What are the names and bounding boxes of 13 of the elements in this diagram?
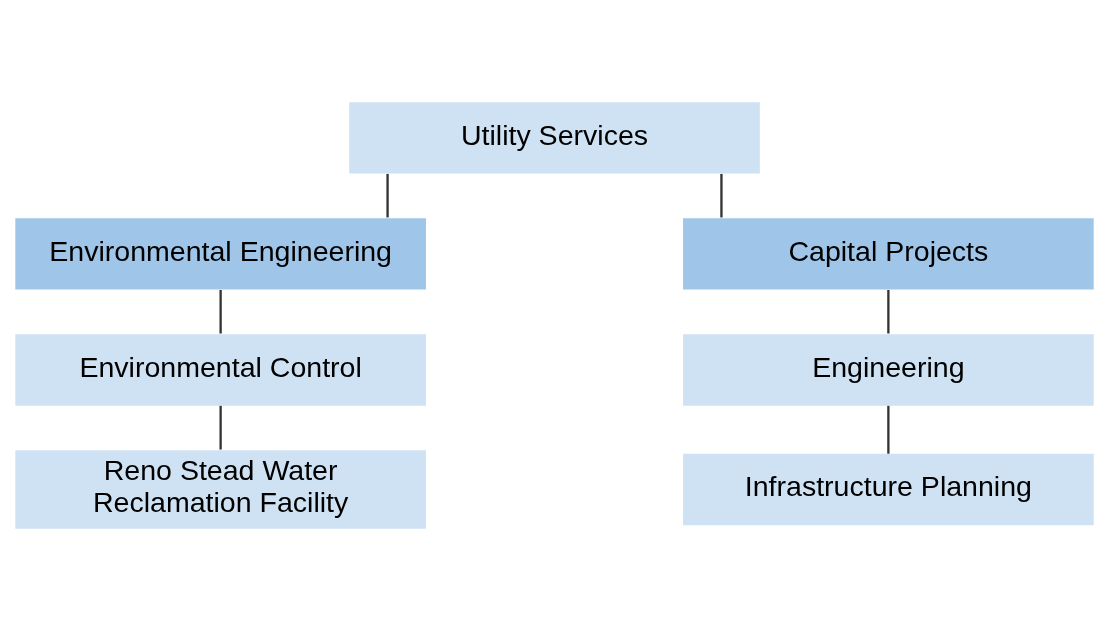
connector [219, 289, 222, 333]
node-box: Engineering [683, 333, 1094, 406]
connector [887, 289, 890, 333]
connector [386, 173, 389, 217]
connector [219, 405, 222, 450]
node-box: Environmental Engineering [15, 217, 426, 290]
connector [887, 405, 890, 454]
node-box: Capital Projects [683, 217, 1094, 290]
node-box: Environmental Control [15, 333, 426, 406]
node-box: Reno Stead Water Reclamation Facility [15, 449, 426, 529]
connector [720, 173, 723, 217]
node-box: Infrastructure Planning [683, 453, 1094, 525]
node-box: Utility Services [349, 101, 760, 174]
